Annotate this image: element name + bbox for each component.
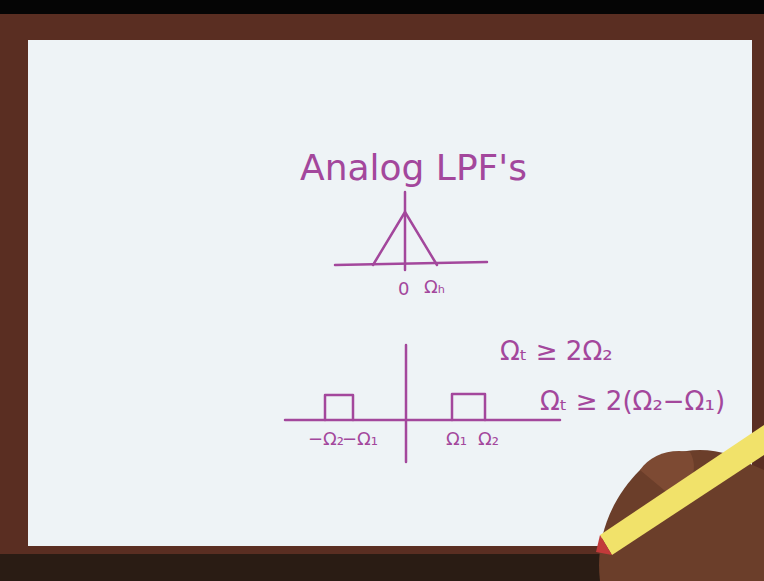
bandpass-spectrum — [452, 394, 485, 420]
band-edge: Ω₁ — [446, 430, 467, 448]
bandpass-spectrum — [325, 395, 353, 420]
sampling-condition: Ωₜ ≥ 2(Ω₂−Ω₁) — [540, 388, 725, 414]
hand-with-marker — [596, 425, 764, 581]
amplitude-axis — [404, 192, 407, 270]
board-title: Analog LPF's — [300, 150, 527, 186]
frequency-axis — [335, 262, 487, 265]
top-band — [0, 0, 764, 14]
cutoff-frequency: Ωₕ — [424, 278, 445, 296]
amplitude-axis — [405, 345, 408, 462]
triangle-spectrum — [373, 212, 437, 265]
band-edge: Ω₂ — [478, 430, 499, 448]
board-surface — [28, 40, 752, 546]
band-edge: −Ω₂ — [308, 430, 344, 448]
board-frame — [0, 14, 764, 554]
sampling-condition: Ωₜ ≥ 2Ω₂ — [500, 338, 613, 364]
axis-origin: 0 — [398, 280, 409, 298]
band-edge: −Ω₁ — [342, 430, 378, 448]
